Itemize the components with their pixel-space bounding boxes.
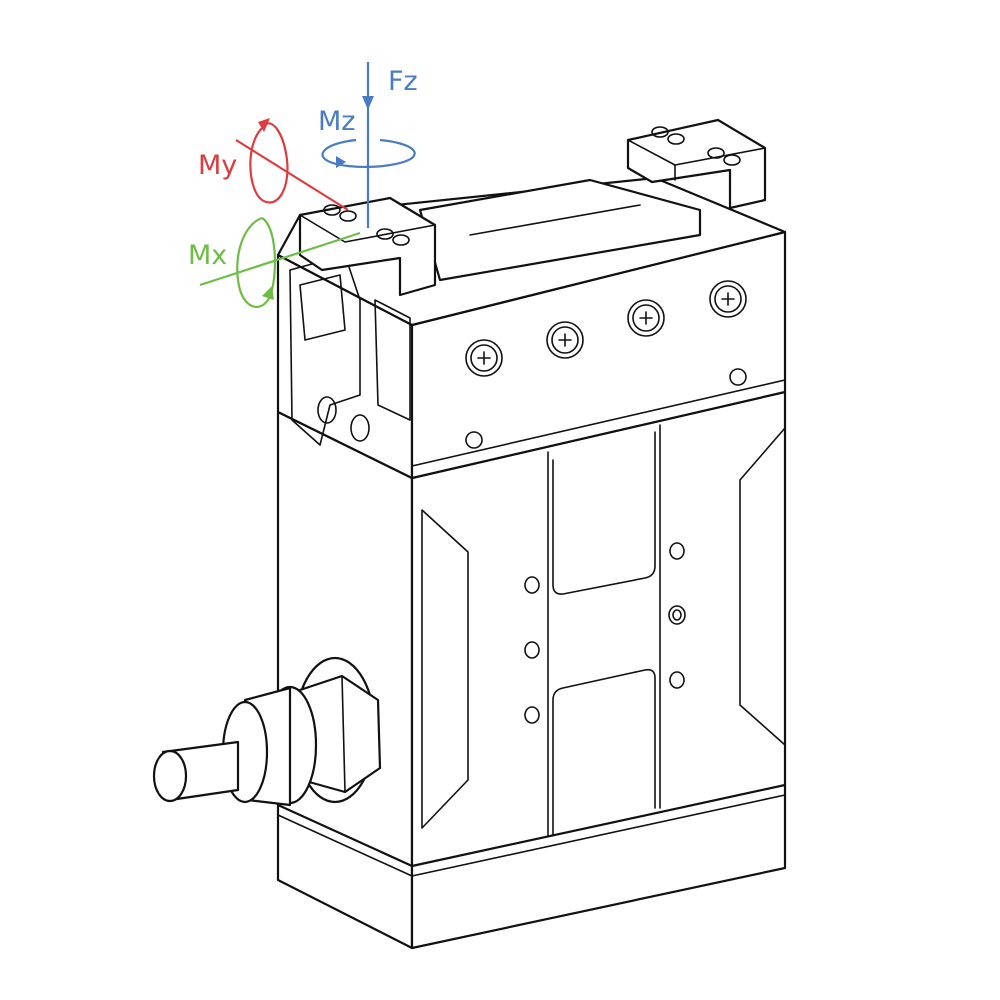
mounting-holes (524, 542, 686, 724)
my-label: My (198, 150, 237, 181)
force-axes: Fz Mz My Mx (188, 62, 418, 308)
mx-rotation-arrow (236, 216, 277, 308)
my-rotation-arrow (249, 122, 289, 204)
jaw-holes (323, 126, 741, 246)
screws (465, 280, 747, 449)
jaws (298, 118, 767, 297)
fz-label: Fz (388, 66, 418, 97)
mx-label: Mx (188, 240, 227, 271)
mz-rotation-arrow (321, 138, 416, 169)
mx-axis (199, 231, 361, 287)
fz-arrowhead (362, 96, 374, 110)
my-axis (235, 139, 349, 211)
gripper-body (276, 390, 787, 950)
mz-label: Mz (318, 106, 355, 137)
cable-connector (152, 656, 382, 807)
